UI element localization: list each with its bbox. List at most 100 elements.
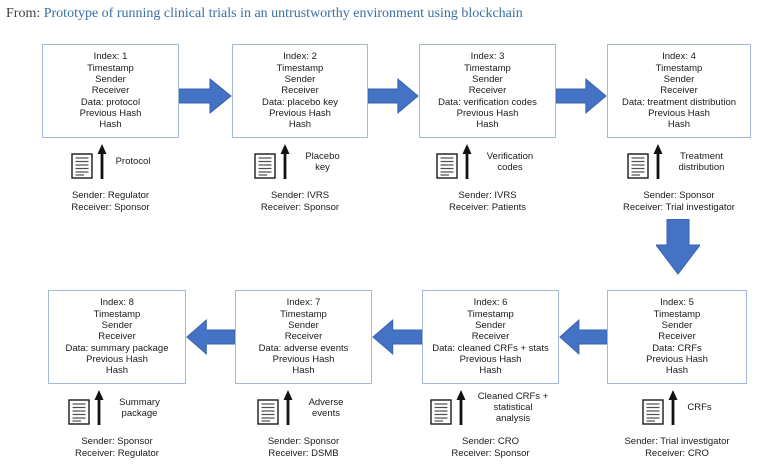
transfer-receiver: Receiver: CRO — [645, 447, 709, 459]
transfer-receiver: Receiver: Patients — [448, 201, 527, 213]
upload-arrow-icon — [462, 144, 472, 179]
block-2-index: Index: 2 — [283, 51, 317, 63]
arrow-left-6-7-icon — [372, 319, 422, 355]
transfer-label: Summary package — [119, 396, 160, 419]
arrow-left-7-8-icon — [186, 319, 235, 355]
block-5-sender: Sender — [661, 320, 693, 332]
document-icon — [430, 399, 452, 425]
block-8-index: Index: 8 — [100, 297, 134, 309]
transfer-receiver: Receiver: Regulator — [75, 447, 159, 459]
block-2: Index: 2 Timestamp Sender Receiver Data:… — [232, 44, 368, 138]
block-2-hash: Hash — [288, 119, 312, 131]
document-icon — [626, 153, 649, 179]
transfer-receiver: Receiver: DSMB — [268, 447, 339, 459]
block-4-hash: Hash — [667, 119, 691, 131]
block-7-receiver: Receiver — [284, 331, 323, 343]
transfer-treatment-distribution: Treatment distribution Sender: Sponsor R… — [607, 144, 751, 213]
block-1-sender: Sender — [95, 74, 126, 86]
block-7-previous-hash: Previous Hash — [272, 353, 335, 365]
block-4-sender: Sender — [663, 74, 695, 86]
block-2-sender: Sender — [284, 74, 316, 86]
block-8-timestamp: Timestamp — [93, 308, 141, 320]
upload-arrow-icon — [94, 390, 103, 425]
block-5-hash: Hash — [665, 365, 689, 377]
block-6: Index: 6 Timestamp Sender Receiver Data:… — [422, 290, 559, 384]
block-2-timestamp: Timestamp — [276, 62, 324, 74]
block-3-receiver: Receiver — [468, 85, 507, 97]
block-8-data: Data: summary package — [65, 342, 169, 354]
block-1-index: Index: 1 — [93, 51, 128, 63]
block-6-timestamp: Timestamp — [467, 308, 514, 320]
block-4-data: Data: treatment distribution — [621, 96, 737, 108]
block-3-data: Data: verification codes — [438, 96, 537, 108]
block-4-index: Index: 4 — [662, 51, 696, 63]
block-8-hash: Hash — [105, 365, 129, 377]
transfer-sender: Sender: IVRS — [270, 190, 330, 201]
transfer-protocol: Protocol Sender: Regulator Receiver: Spo… — [42, 144, 179, 213]
arrow-left-5-6-icon — [559, 319, 607, 355]
transfer-receiver: Receiver: Sponsor — [451, 447, 530, 459]
block-4-timestamp: Timestamp — [655, 62, 703, 74]
block-7: Index: 7 Timestamp Sender Receiver Data:… — [235, 290, 372, 384]
block-1-data: Data: protocol — [80, 96, 141, 108]
article-title-link[interactable]: Prototype of running clinical trials in … — [43, 6, 523, 21]
block-6-sender: Sender — [475, 320, 506, 332]
transfer-receiver: Receiver: Sponsor — [71, 201, 150, 213]
transfer-adverse-events: Adverse events Sender: Sponsor Receiver:… — [235, 390, 372, 459]
block-3: Index: 3 Timestamp Sender Receiver Data:… — [419, 44, 556, 138]
transfer-cleaned-crfs: Cleaned CRFs + statistical analysis Send… — [422, 390, 559, 459]
block-1-receiver: Receiver — [91, 85, 130, 97]
block-3-timestamp: Timestamp — [464, 62, 511, 74]
block-1: Index: 1 Timestamp Sender Receiver Data:… — [42, 44, 179, 138]
block-6-index: Index: 6 — [473, 297, 508, 309]
block-7-timestamp: Timestamp — [280, 308, 327, 320]
block-8-sender: Sender — [101, 320, 133, 332]
block-7-hash: Hash — [292, 365, 315, 377]
transfer-placebo-key: Placebo key Sender: IVRS Receiver: Spons… — [232, 144, 368, 213]
block-6-receiver: Receiver — [471, 331, 510, 343]
document-icon — [642, 399, 665, 425]
arrow-down-4-5-icon — [656, 219, 700, 275]
block-5-data: Data: CRFs — [652, 342, 702, 354]
block-7-data: Data: adverse events — [258, 342, 349, 354]
block-3-previous-hash: Previous Hash — [456, 107, 519, 119]
block-2-previous-hash: Previous Hash — [269, 107, 331, 119]
document-icon — [257, 399, 279, 425]
upload-arrow-icon — [668, 390, 678, 425]
block-5-index: Index: 5 — [660, 297, 694, 309]
from-label: From: — [6, 6, 41, 21]
block-6-data: Data: cleaned CRFs + stats — [432, 342, 549, 354]
document-icon — [253, 153, 276, 179]
block-6-hash: Hash — [479, 365, 502, 377]
arrow-right-2-3-icon — [368, 78, 419, 114]
transfer-label: Adverse events — [308, 396, 344, 419]
transfer-crfs: CRFs Sender: Trial investigator Receiver… — [607, 390, 747, 459]
transfer-label: CRFs — [687, 402, 712, 413]
transfer-sender: Sender: Sponsor — [81, 436, 153, 447]
block-4: Index: 4 Timestamp Sender Receiver Data:… — [607, 44, 751, 138]
block-3-index: Index: 3 — [470, 51, 505, 63]
upload-arrow-icon — [283, 390, 293, 425]
document-icon — [67, 399, 90, 425]
page-title: From: Prototype of running clinical tria… — [6, 6, 523, 22]
document-icon — [70, 153, 93, 179]
transfer-sender: Sender: IVRS — [458, 190, 517, 201]
transfer-summary-package: Summary package Sender: Sponsor Receiver… — [48, 390, 186, 459]
arrow-right-3-4-icon — [556, 78, 607, 114]
transfer-label: Verification codes — [486, 150, 534, 173]
transfer-sender: Sender: Trial investigator — [624, 436, 730, 447]
upload-arrow-icon — [456, 390, 466, 425]
block-8-receiver: Receiver — [98, 331, 136, 343]
transfer-label: Treatment distribution — [678, 150, 725, 173]
transfer-sender: Sender: Regulator — [71, 190, 150, 201]
block-5-timestamp: Timestamp — [653, 308, 701, 320]
transfer-receiver: Receiver: Sponsor — [260, 201, 340, 213]
block-8-previous-hash: Previous Hash — [86, 353, 148, 365]
block-7-sender: Sender — [288, 320, 319, 332]
transfer-sender: Sender: CRO — [461, 436, 520, 447]
arrow-right-1-2-icon — [179, 78, 232, 114]
block-8: Index: 8 Timestamp Sender Receiver Data:… — [48, 290, 186, 384]
block-1-timestamp: Timestamp — [87, 62, 134, 74]
block-3-hash: Hash — [476, 119, 499, 131]
transfer-label: Placebo key — [305, 150, 340, 173]
